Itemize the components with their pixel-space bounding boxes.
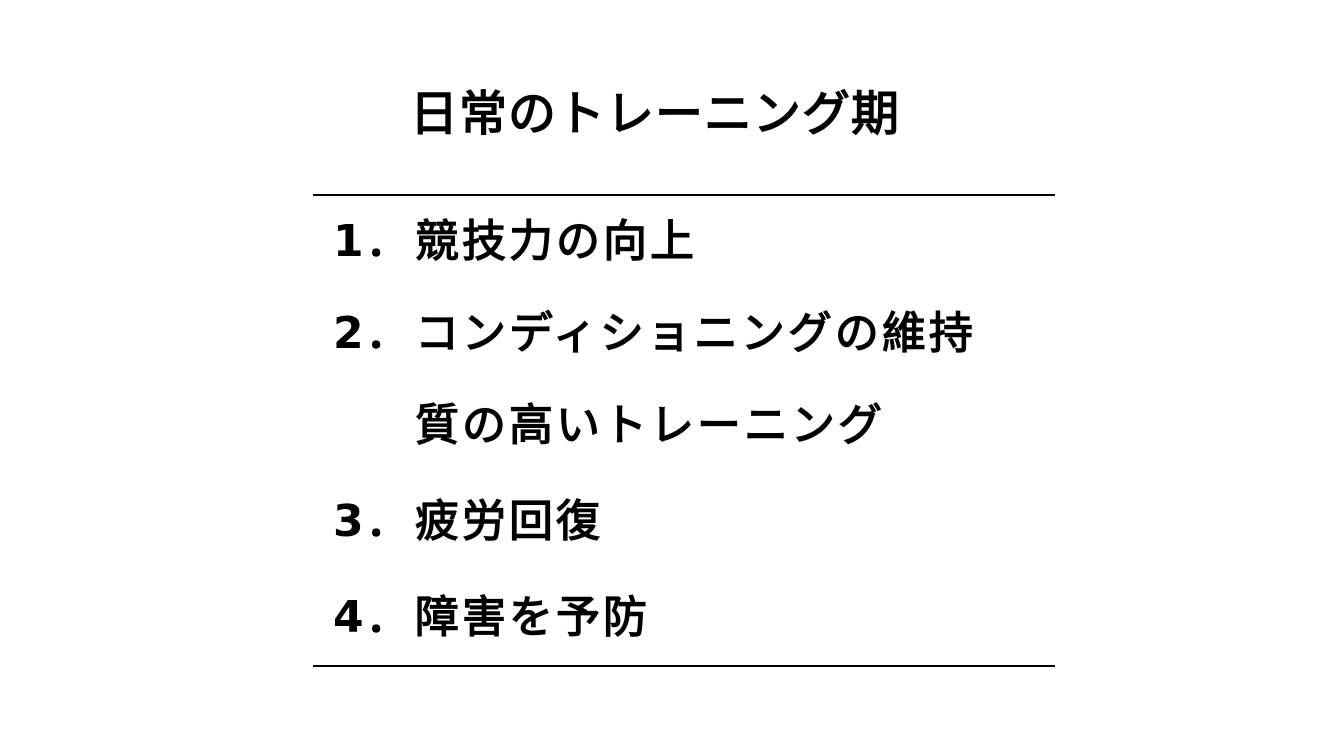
list-item-2-subtext: 質の高いトレーニング: [415, 400, 885, 451]
list-item-text: 競技力の向上: [415, 216, 697, 267]
list-item-number: 4．: [333, 592, 412, 643]
list-item-3: 3．疲労回復: [333, 492, 603, 552]
list-item-text: 疲労回復: [415, 496, 603, 547]
slide-title: 日常のトレーニング期: [410, 86, 901, 142]
list-item-number: 3．: [333, 496, 412, 547]
bottom-divider: [313, 665, 1055, 667]
list-item-text: コンディショニングの維持: [415, 308, 976, 359]
list-item-text: 障害を予防: [415, 592, 650, 643]
list-item-4: 4．障害を予防: [333, 588, 650, 648]
list-item-number: 1．: [333, 216, 412, 267]
top-divider: [313, 194, 1055, 196]
list-item-2: 2．コンディショニングの維持: [333, 304, 976, 364]
list-item-1: 1．競技力の向上: [333, 212, 697, 272]
list-item-number: 2．: [333, 308, 412, 359]
